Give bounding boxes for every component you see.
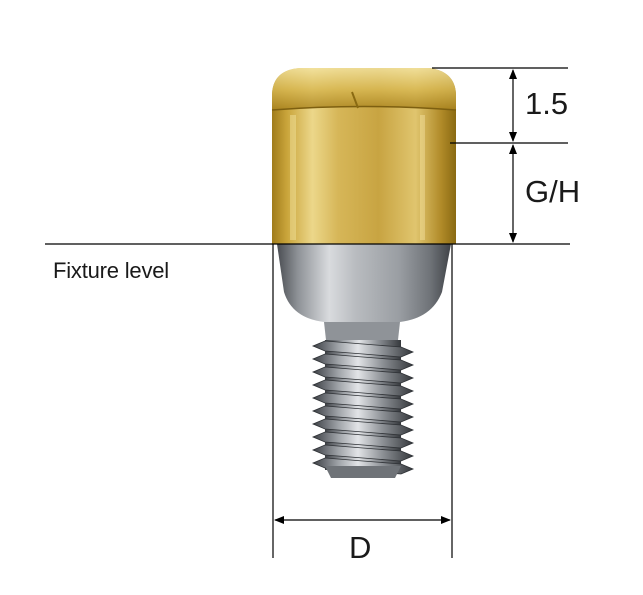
- thread-ridge: [311, 366, 415, 384]
- dimension-lines: [45, 67, 570, 558]
- fixture-level-label: Fixture level: [53, 258, 169, 283]
- gold-cap-groove: [271, 105, 457, 111]
- thread-tip: [325, 466, 401, 478]
- gold-cap-body: [272, 68, 456, 244]
- gold-cap: [271, 68, 457, 244]
- thread-ridge: [311, 379, 415, 397]
- steel-neck: [324, 322, 400, 340]
- gold-cap-slot: [351, 91, 359, 109]
- steel-collar: [277, 244, 451, 340]
- thread-ridge: [311, 431, 415, 449]
- thread-ridge: [311, 340, 415, 358]
- thread-ridge: [311, 405, 415, 423]
- gold-cap-dome: [272, 68, 456, 110]
- thread-ridge: [311, 418, 415, 436]
- dimension-gh-label: G/H: [525, 174, 581, 209]
- gold-highlight: [290, 115, 296, 240]
- dimension-d-label: D: [349, 530, 372, 565]
- gold-highlight-2: [420, 115, 425, 240]
- thread-ridge: [311, 392, 415, 410]
- thread-ridge: [311, 353, 415, 371]
- thread-ridge: [311, 444, 415, 462]
- steel-collar-body: [277, 244, 451, 322]
- thread-screw: [311, 340, 415, 478]
- dimension-top-label: 1.5: [525, 86, 569, 121]
